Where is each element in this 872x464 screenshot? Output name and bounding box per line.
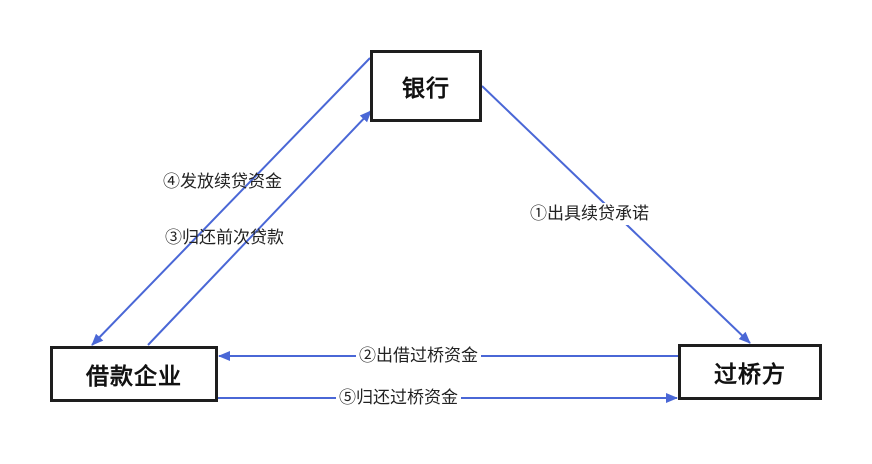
edge-label-repay-previous-loan: ③归还前次贷款	[165, 228, 284, 248]
arrow-borrower-to-bank	[147, 110, 372, 346]
edge-label-repay-bridge-funds: ⑤归还过桥资金	[336, 387, 461, 409]
edge-label-lend-bridge-funds: ②出借过桥资金	[356, 345, 481, 367]
edge-label-issue-renewal-commitment: ①出具续贷承诺	[527, 203, 652, 225]
borrower-node: 借款企业	[50, 346, 218, 402]
borrower-label: 借款企业	[86, 364, 182, 390]
bridge-party-label: 过桥方	[714, 362, 786, 388]
arrow-bank-to-borrower	[91, 57, 371, 346]
bank-node: 银行	[370, 50, 482, 122]
edge-label-disburse-renewal-funds: ④发放续贷资金	[163, 172, 282, 192]
bridge-party-node: 过桥方	[678, 344, 822, 400]
bank-label: 银行	[402, 76, 450, 102]
